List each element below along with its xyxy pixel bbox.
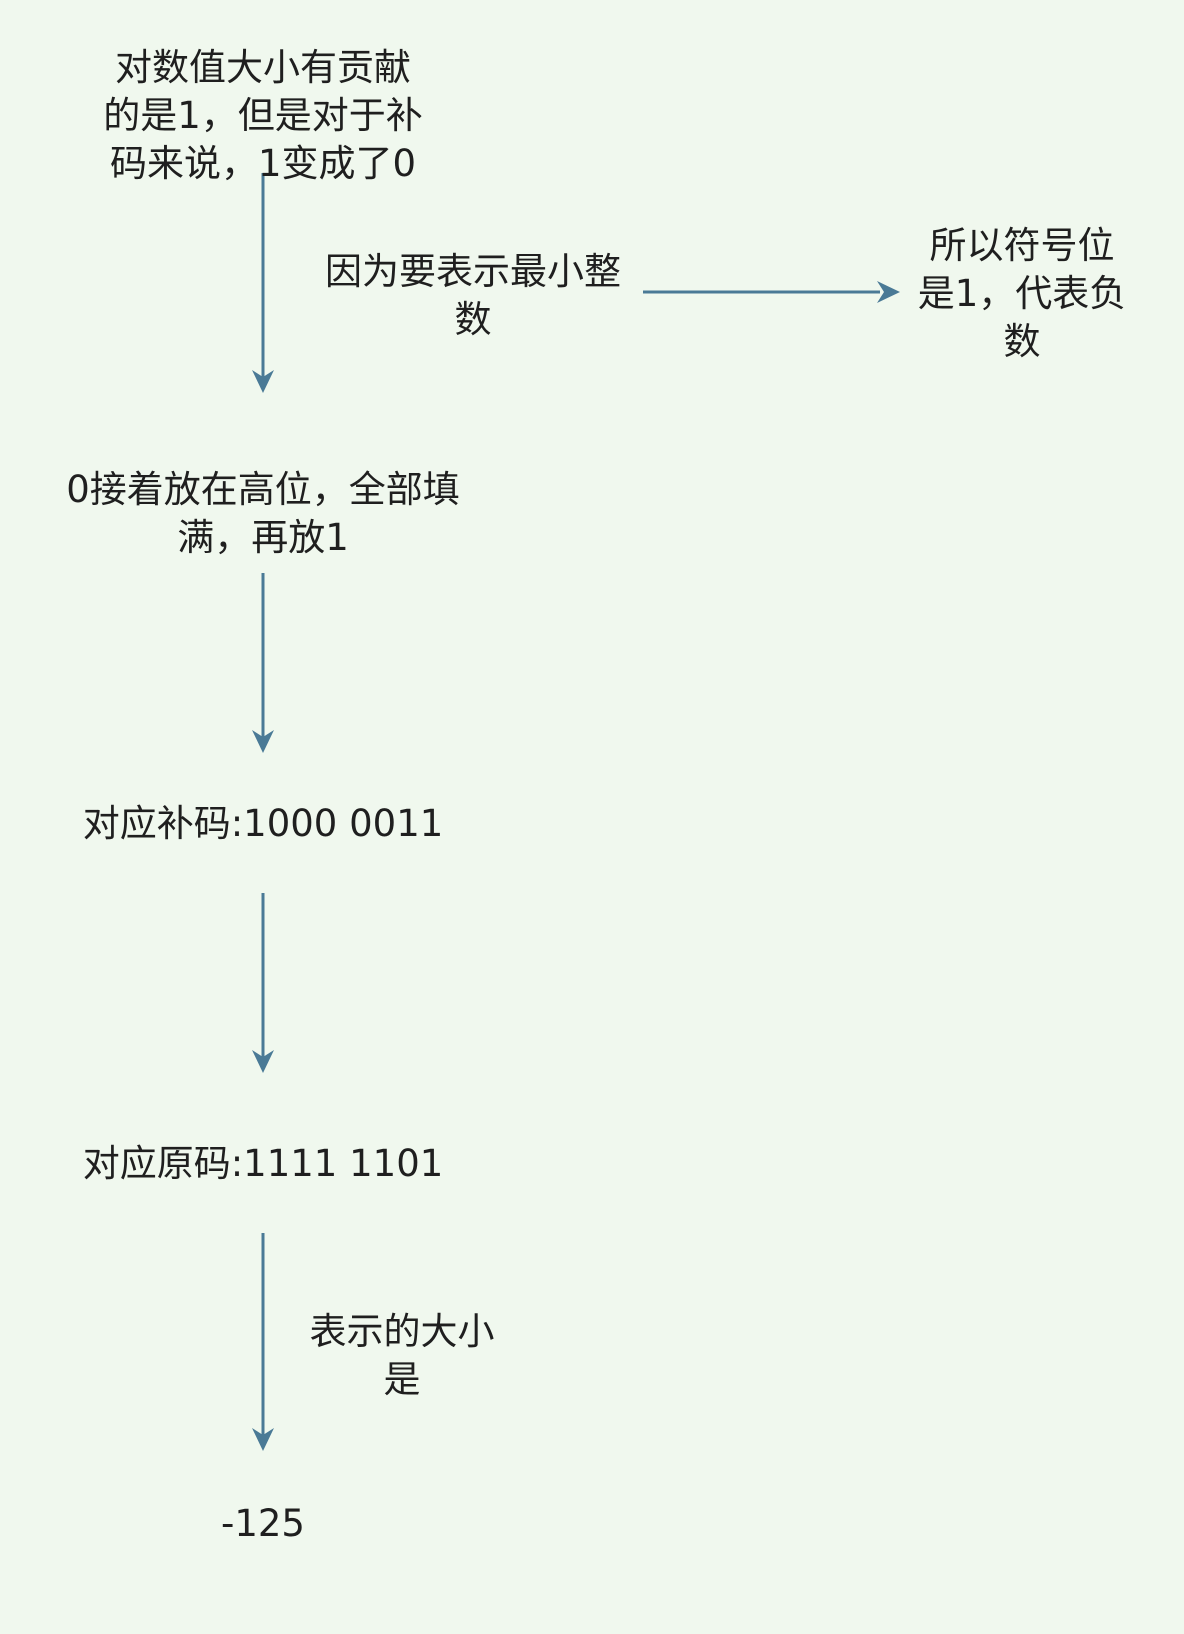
edge-label-size-line-1: 表示的大小	[309, 1310, 495, 1353]
edge-label-minimum-line-2: 数	[454, 298, 492, 341]
node-sign-bit-line-1: 所以符号位	[929, 224, 1115, 267]
node-fill-line-1: 0接着放在高位，全部填	[66, 468, 460, 511]
complement-code-text: 对应补码:1000 0011	[82, 802, 444, 845]
node-fill-high-bits: 0接着放在高位，全部填 满，再放1	[30, 466, 496, 562]
arrowhead-original-to-result	[252, 1428, 274, 1451]
node-top-line-3: 码来说，1变成了0	[109, 142, 417, 185]
node-result-value: -125	[163, 1500, 363, 1548]
edge-label-size-line-2: 是	[383, 1358, 421, 1401]
edge-label-minimum-line-1: 因为要表示最小整	[325, 250, 621, 293]
original-code-text: 对应原码:1111 1101	[82, 1142, 444, 1185]
arrowhead-top-to-fill	[252, 370, 274, 393]
node-top-explanation: 对数值大小有贡献 的是1，但是对于补 码来说，1变成了0	[60, 44, 466, 188]
node-top-line-1: 对数值大小有贡献	[115, 46, 411, 89]
node-sign-bit-line-3: 数	[1003, 320, 1041, 363]
node-fill-line-2: 满，再放1	[177, 516, 349, 559]
node-original-code: 对应原码:1111 1101	[40, 1140, 486, 1188]
arrowhead-complement-to-original	[252, 1050, 274, 1073]
edge-label-size: 表示的大小 是	[290, 1308, 514, 1404]
result-value-text: -125	[221, 1502, 305, 1545]
node-complement-code: 对应补码:1000 0011	[40, 800, 486, 848]
edge-label-minimum-integer: 因为要表示最小整 数	[306, 248, 640, 344]
node-top-line-2: 的是1，但是对于补	[103, 94, 423, 137]
node-sign-bit-line-2: 是1，代表负	[917, 272, 1127, 315]
node-sign-bit: 所以符号位 是1，代表负 数	[900, 222, 1144, 366]
arrowhead-to-sign-bit	[877, 281, 900, 303]
arrowhead-fill-to-complement	[252, 730, 274, 753]
